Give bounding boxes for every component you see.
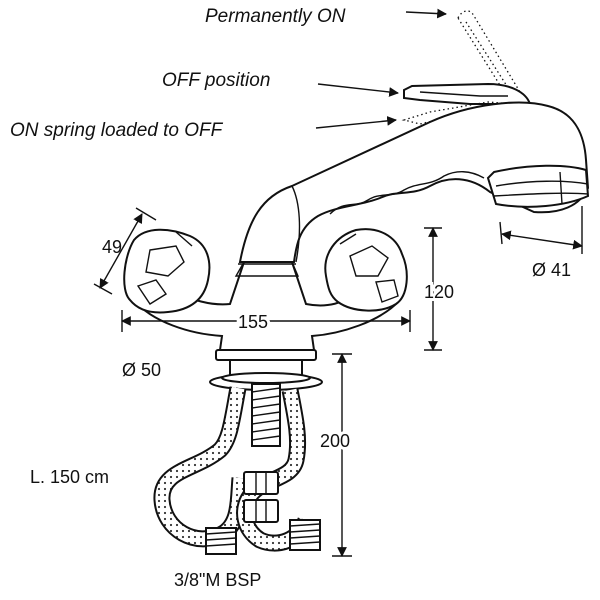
threaded-shank: [251, 383, 281, 447]
dim-spread: [121, 310, 411, 332]
dim-handle-width: [93, 207, 157, 295]
dim-spout-diameter: [499, 206, 583, 254]
label-off-position: OFF position: [162, 70, 270, 91]
spray-handset: [238, 101, 590, 263]
dim-label-155: 155: [238, 312, 268, 332]
arrow-off-position: [317, 83, 399, 97]
dim-label-200: 200: [320, 431, 350, 451]
lever-permanently-on: [457, 10, 521, 99]
label-on-spring: ON spring loaded to OFF: [10, 120, 224, 141]
dim-label-d41: Ø 41: [532, 260, 571, 280]
label-permanently-on: Permanently ON: [205, 6, 346, 27]
dim-label-thread: 3/8"M BSP: [174, 570, 261, 590]
right-handle: [324, 228, 408, 312]
dim-label-d50: Ø 50: [122, 360, 161, 380]
dim-label-120: 120: [424, 282, 454, 302]
dim-shank-length: [332, 353, 352, 557]
dim-height: [424, 227, 442, 351]
left-handle: [123, 228, 211, 314]
arrow-on-spring: [315, 116, 397, 129]
flexible-hoses: [153, 386, 321, 555]
dim-label-49: 49: [102, 237, 122, 257]
mixer-body: [132, 261, 402, 351]
lever-on-spring: [401, 101, 513, 125]
arrow-permanently-on: [405, 8, 447, 19]
lever-off-position: [403, 82, 532, 105]
dim-label-hose-length: L. 150 cm: [30, 467, 109, 487]
